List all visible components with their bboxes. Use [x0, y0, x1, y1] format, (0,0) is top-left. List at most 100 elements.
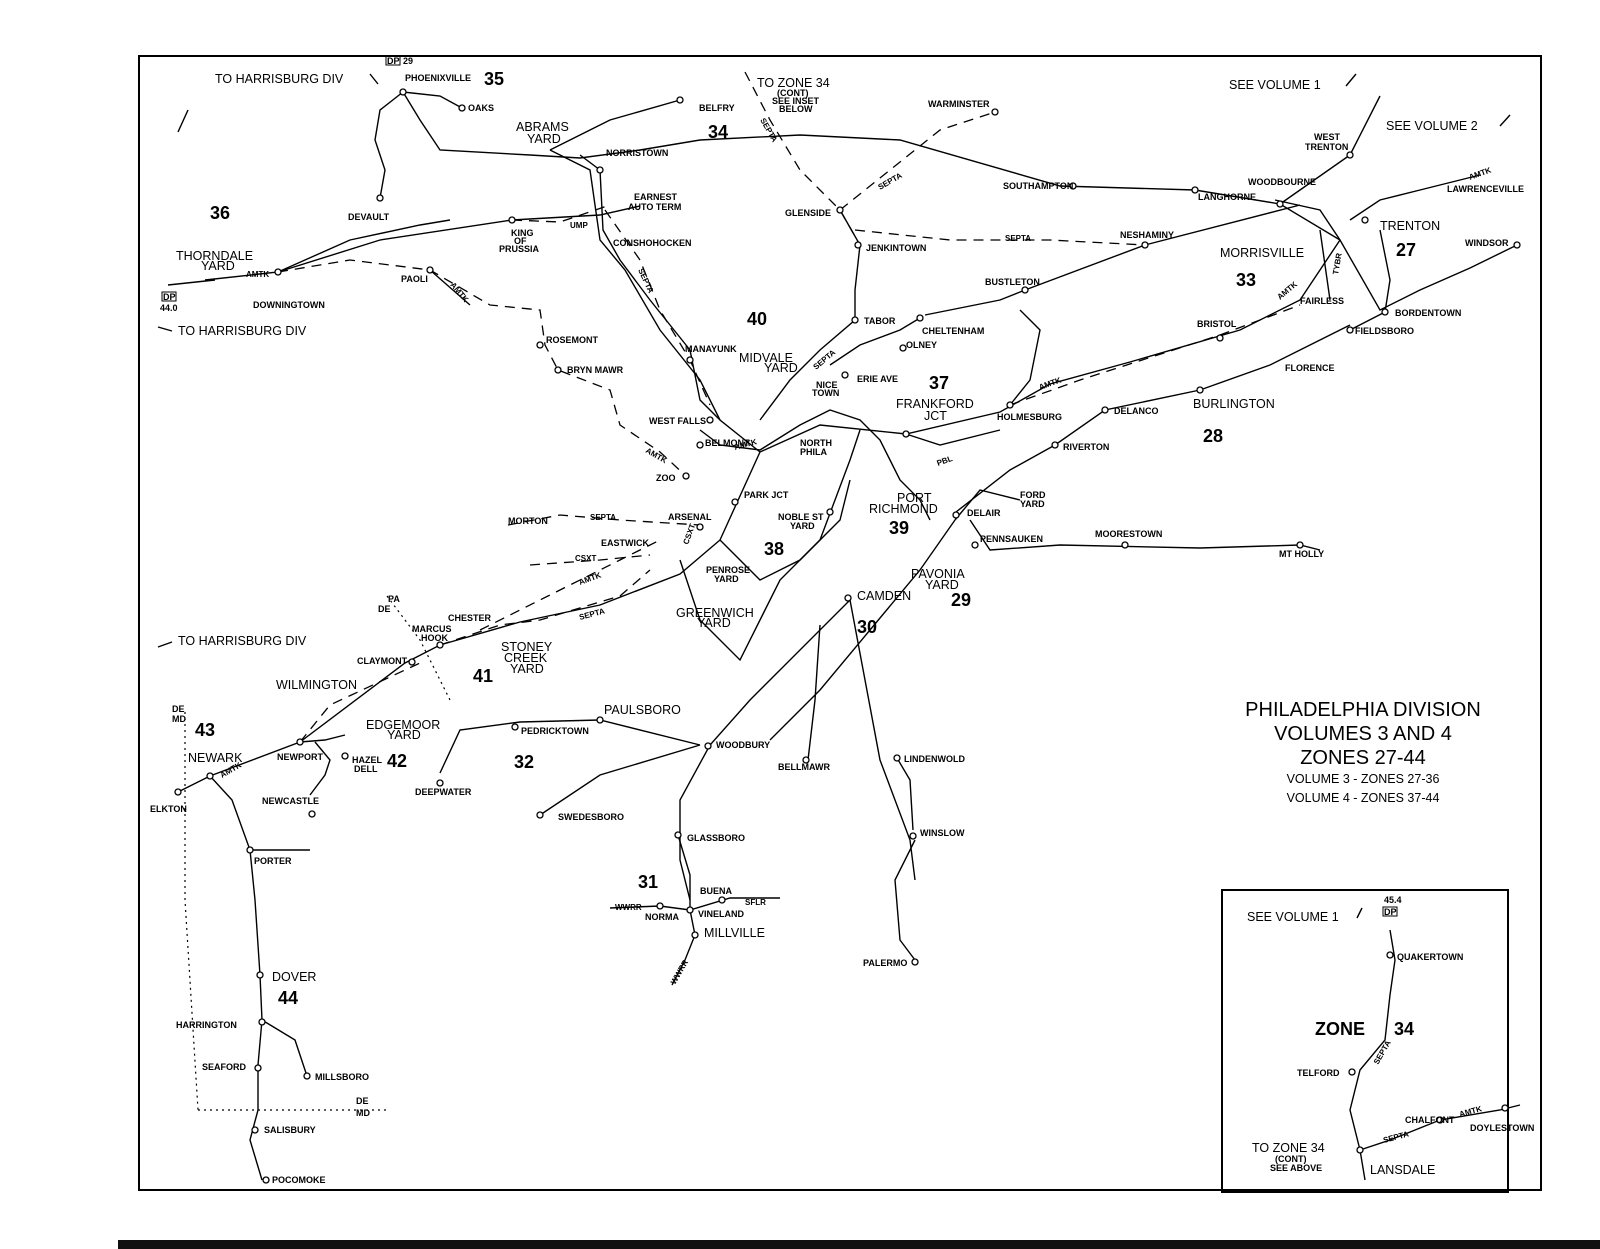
label-vineland: VINELAND — [698, 909, 745, 919]
label-holmesburg: HOLMESBURG — [997, 412, 1062, 422]
bordentown-line — [1349, 229, 1391, 331]
label-belfry: BELFRY — [699, 103, 735, 113]
note-to-harrisburg-2: TO HARRISBURG DIV — [178, 324, 307, 338]
inset-zone-num: 34 — [1394, 1019, 1414, 1039]
paulsboro-line — [439, 719, 701, 774]
station-neshaminy — [1141, 241, 1149, 249]
label-newport: NEWPORT — [277, 752, 324, 762]
zone-32: 32 — [514, 752, 534, 772]
oaks-spur — [402, 91, 463, 109]
line-pbl: PBL — [936, 454, 954, 468]
line-septa-6: SEPTA — [590, 513, 616, 522]
label-nice-1: NICE — [816, 380, 838, 390]
label-port-2: RICHMOND — [869, 502, 938, 516]
glassboro-line — [677, 834, 696, 936]
inset-lansdale: LANSDALE — [1370, 1163, 1435, 1177]
zone-36: 36 — [210, 203, 230, 223]
label-frankford-1: FRANKFORD — [896, 397, 974, 411]
inset-see-volume-1: SEE VOLUME 1 — [1247, 910, 1339, 924]
label-greenwich-1: GREENWICH — [676, 606, 754, 620]
zone-43: 43 — [195, 720, 215, 740]
station-manayunk — [686, 356, 694, 364]
label-eastwick: EASTWICK — [601, 538, 649, 548]
compass-arrow — [177, 109, 189, 133]
bottom-border-bar — [118, 1240, 1600, 1249]
label-noble-2: YARD — [790, 521, 815, 531]
trenton-line — [1274, 199, 1518, 311]
station-southampton — [1069, 182, 1077, 190]
label-pavonia-2: YARD — [925, 578, 959, 592]
station-pedricktown — [511, 723, 519, 731]
zone-44: 44 — [278, 988, 298, 1008]
label-woodbourne: WOODBOURNE — [1248, 177, 1316, 187]
station-holmesburg — [1006, 401, 1014, 409]
zone-41: 41 — [473, 666, 493, 686]
label-palermo: PALERMO — [863, 958, 907, 968]
label-oaks: OAKS — [468, 103, 494, 113]
label-nice-2: TOWN — [812, 388, 839, 398]
label-pennsauken: PENNSAUKEN — [980, 534, 1043, 544]
inset-line — [1349, 929, 1396, 1181]
station-mt-holly — [1296, 541, 1304, 549]
label-norristown: NORRISTOWN — [606, 148, 668, 158]
greenwich-yard-line — [679, 429, 861, 662]
station-west-trenton — [1346, 151, 1354, 159]
label-zoo: ZOO — [656, 473, 676, 483]
label-thorndale-1: THORNDALE — [176, 249, 253, 263]
burlington-line — [955, 324, 1351, 513]
label-trenton: TRENTON — [1380, 219, 1440, 233]
station-paulsboro — [596, 716, 604, 724]
inset-see-above: SEE ABOVE — [1270, 1163, 1322, 1173]
label-north-phila-2: PHILA — [800, 447, 828, 457]
station-paoli — [426, 266, 434, 274]
line-septa-2: SEPTA — [877, 171, 904, 192]
label-bustleton: BUSTLETON — [985, 277, 1040, 287]
label-delair: DELAIR — [967, 508, 1001, 518]
station-pennsauken — [971, 541, 979, 549]
title-line-2: VOLUMES 3 AND 4 — [1274, 723, 1452, 745]
label-rosemont: ROSEMONT — [546, 335, 599, 345]
jenkintown-neshaminy — [854, 229, 1146, 246]
label-bellmawr: BELLMAWR — [778, 762, 830, 772]
label-devault: DEVAULT — [348, 212, 390, 222]
label-king-3: PRUSSIA — [499, 244, 540, 254]
newcastle-line — [309, 741, 331, 796]
norristown-line — [579, 154, 721, 421]
zone-42: 42 — [387, 751, 407, 771]
line-amtk-6: AMTK — [1276, 280, 1300, 302]
arrow-see-volume-2 — [1499, 114, 1511, 127]
line-septa-3: SEPTA — [1005, 234, 1031, 243]
title-line-5: VOLUME 4 - ZONES 37-44 — [1287, 791, 1440, 805]
label-hazel-1: HAZEL — [352, 755, 382, 765]
station-salisbury — [251, 1126, 259, 1134]
station-palermo — [911, 958, 919, 966]
label-jenkintown: JENKINTOWN — [866, 243, 926, 253]
label-moorestown: MOORESTOWN — [1095, 529, 1162, 539]
station-newcastle — [308, 810, 316, 818]
south-phila-line — [719, 479, 851, 581]
station-lindenwold — [893, 754, 901, 762]
morton-septa-line — [507, 514, 701, 526]
label-neshaminy: NESHAMINY — [1120, 230, 1174, 240]
station-phoenixville — [399, 88, 407, 96]
label-lindenwold: LINDENWOLD — [904, 754, 965, 764]
inset-doylestown: DOYLESTOWN — [1470, 1123, 1534, 1133]
station-dover — [256, 971, 264, 979]
note-below: BELOW — [779, 104, 813, 114]
zone-30: 30 — [857, 617, 877, 637]
line-septa-1: SEPTA — [758, 117, 779, 144]
inset-amtk: AMTK — [1458, 1104, 1483, 1119]
label-ford-2: YARD — [1020, 499, 1045, 509]
label-olney: OLNEY — [906, 340, 937, 350]
label-midvale-2: YARD — [764, 361, 798, 375]
station-warminster — [991, 108, 999, 116]
label-paoli: PAOLI — [401, 274, 428, 284]
label-paulsboro: PAULSBORO — [604, 703, 681, 717]
label-cheltenham: CHELTENHAM — [922, 326, 984, 336]
station-delanco — [1101, 406, 1109, 414]
label-state-de: DE — [378, 604, 391, 614]
warminster-line — [839, 111, 996, 211]
station-devault — [376, 194, 384, 202]
camden-line — [769, 519, 956, 741]
station-deepwater — [436, 779, 444, 787]
